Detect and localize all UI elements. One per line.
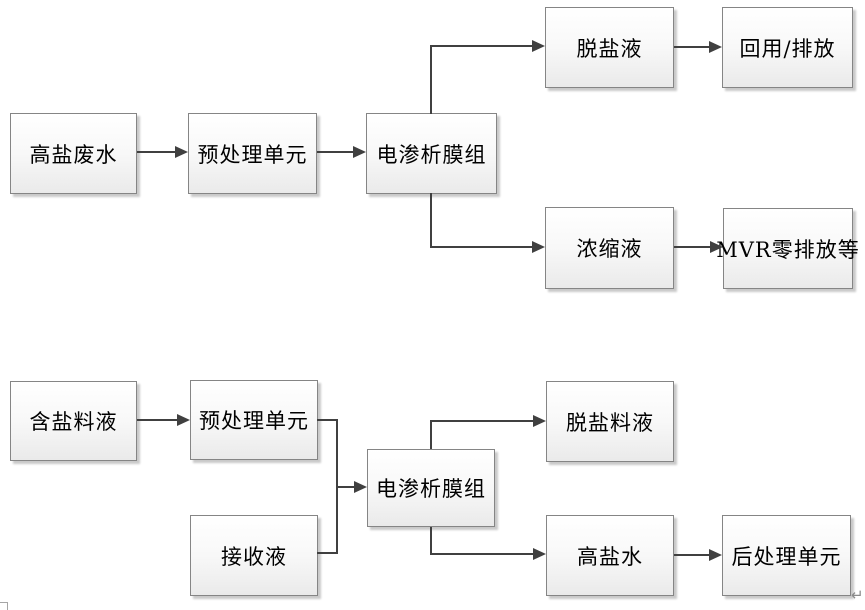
node-concentrate: 浓缩液 [545,207,674,289]
connector-junction-module [338,486,354,488]
arrowhead-icon [533,548,546,560]
connector-pretreatment-junction [317,419,338,421]
arrowhead-icon [532,241,545,253]
arrowhead-icon [709,41,722,53]
connector-junction-vertical [336,419,338,554]
connector-pretreatment-module [317,151,353,153]
paragraph-return-mark: ↵ [851,586,864,604]
connector-module-concentrate-horizontal [430,246,532,248]
text-boundary-corner-mark [7,602,8,610]
connector-highsaltwater-posttreatment [674,554,709,556]
connector-desalted-reuse [674,46,709,48]
text-boundary-corner-mark [0,602,8,603]
connector-module-desaltedfeed-horizontal [430,420,533,422]
node-high-salt-wastewater: 高盐废水 [10,113,137,194]
node-receiving-liquid: 接收液 [190,515,318,596]
arrowhead-icon [354,481,367,493]
node-reuse-discharge: 回用/排放 [722,7,853,88]
node-salt-feed-liquid: 含盐料液 [10,381,137,461]
arrowhead-icon [177,414,190,426]
connector-feed-pretreatment [137,419,177,421]
connector-module-highsaltwater-vertical [430,527,432,555]
connector-module-desalted-horizontal [430,45,532,47]
connector-concentrate-mvr [674,246,710,248]
node-desalted-feed-liquid: 脱盐料液 [546,381,674,462]
node-desalted-liquid: 脱盐液 [545,7,674,88]
node-electrodialysis-module-bottom: 电渗析膜组 [367,449,495,527]
connector-module-concentrate-vertical [430,193,432,248]
node-high-salt-water: 高盐水 [546,515,674,596]
node-electrodialysis-module-top: 电渗析膜组 [366,113,497,194]
arrowhead-icon [709,549,722,561]
connector-receiving-junction [317,552,338,554]
connector-module-desaltedfeed-vertical [430,420,432,449]
connector-wastewater-pretreatment [137,151,177,153]
arrowhead-icon [710,241,723,253]
node-pretreatment-unit-top: 预处理单元 [188,113,317,194]
arrowhead-icon [533,415,546,427]
node-pretreatment-unit-bottom: 预处理单元 [190,380,318,460]
connector-module-desalted-vertical [430,46,432,114]
connector-module-highsaltwater-horizontal [430,553,533,555]
arrowhead-icon [175,146,188,158]
node-post-treatment-unit: 后处理单元 [722,515,851,596]
arrowhead-icon [532,40,545,52]
arrowhead-icon [353,146,366,158]
node-mvr-zero-discharge: MVR零排放等 [716,208,859,289]
